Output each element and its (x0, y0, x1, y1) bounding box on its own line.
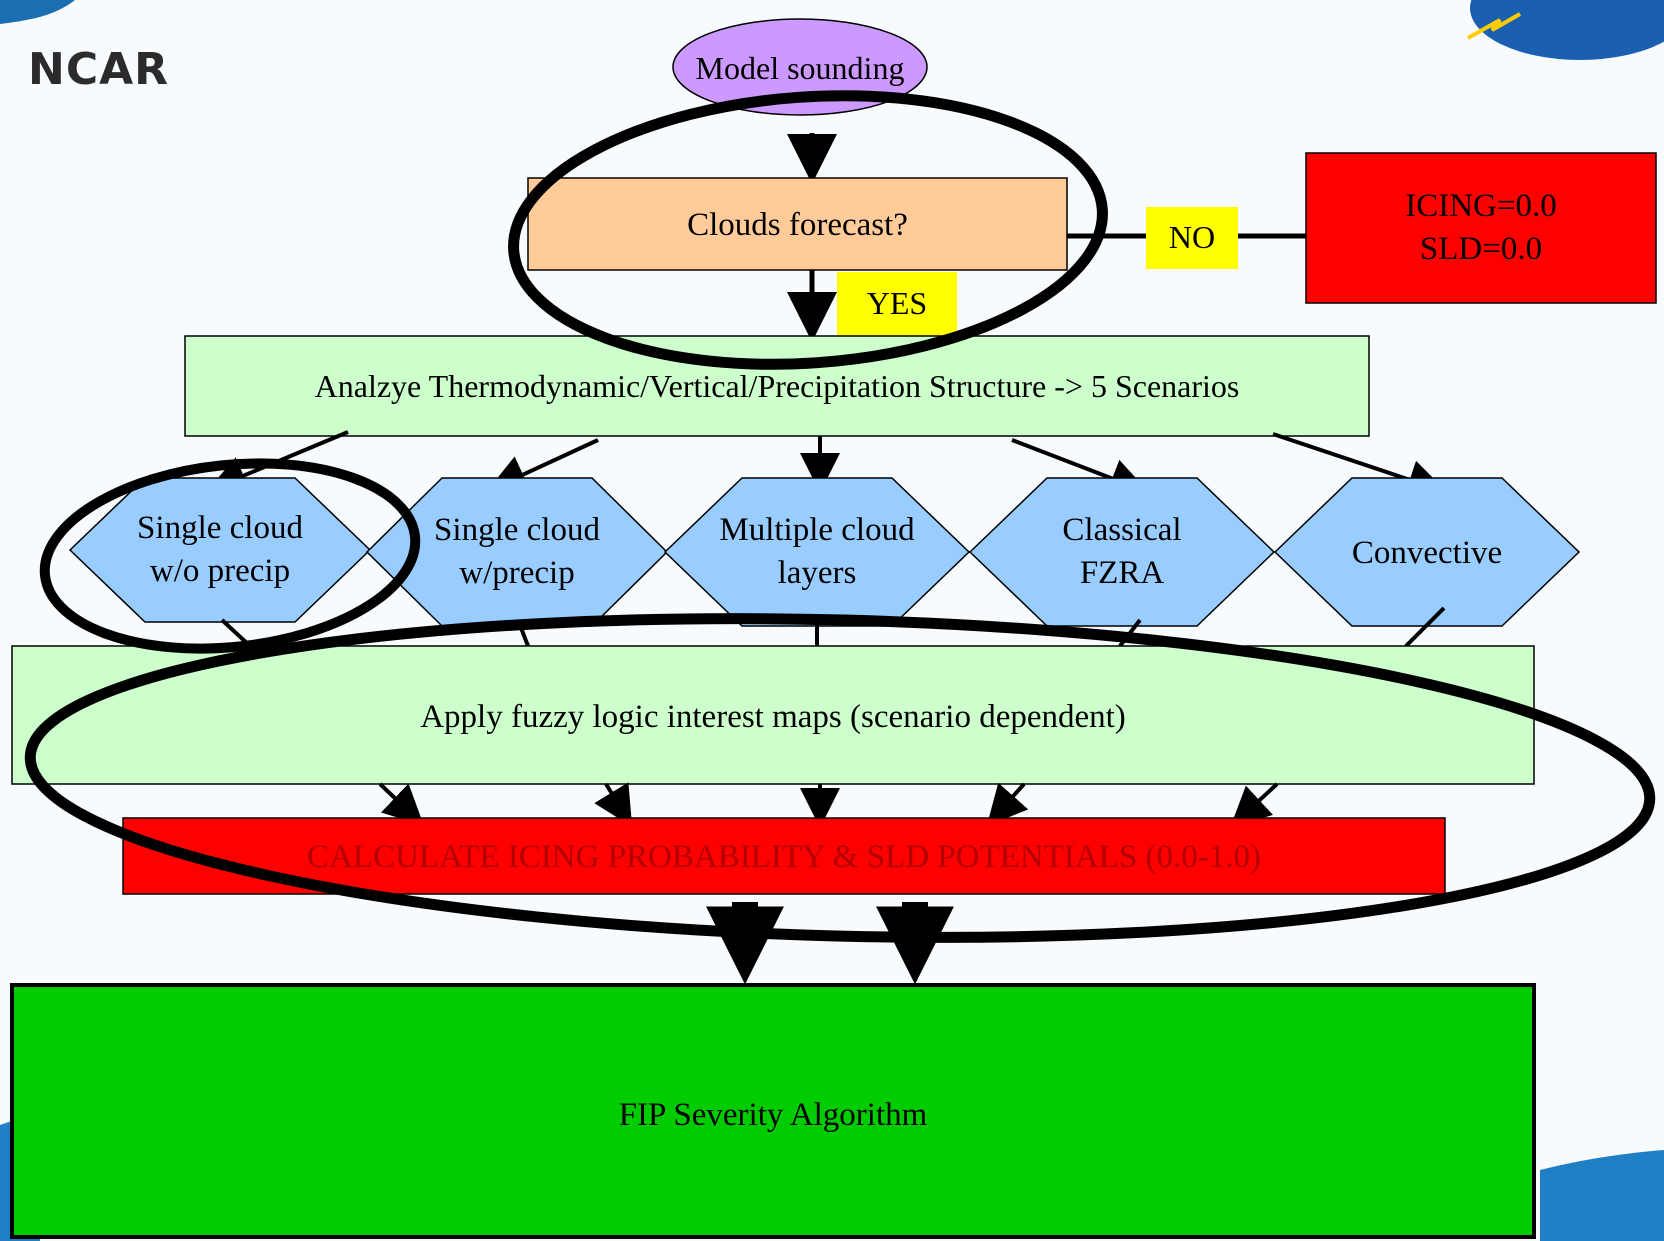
scenario-label-3: Multiple cloud layers (690, 506, 944, 598)
fip-severity-box (10, 983, 1536, 1239)
scenario-3-line-2: layers (777, 555, 857, 591)
clouds-forecast-box (527, 177, 1068, 271)
scenario-4-line-1: Classical (1062, 512, 1182, 549)
highlight-ellipse-fuzzy-calc (24, 613, 1656, 943)
icing-zero-line-1: ICING=0.0 (1405, 188, 1557, 225)
ncar-logo-text: NCAR (28, 44, 170, 95)
highlight-ellipse-scenario-1 (39, 458, 421, 654)
scenario-label-5: Convective (1300, 530, 1554, 576)
yes-tag-box (837, 272, 957, 336)
scenario-label-4: Classical FZRA (995, 506, 1249, 598)
apply-fuzzy-label: Apply fuzzy logic interest maps (scenari… (420, 698, 1126, 735)
scenario-2-line-1: Single cloud (434, 512, 600, 549)
yes-label: YES (866, 285, 928, 322)
connector-scenario-5-to-fuzzy (1404, 606, 1446, 648)
scenario-label-2: Single cloud w/precip (392, 506, 642, 598)
arrow-fuzzy-to-calc-1 (378, 782, 424, 826)
scenario-1-line-2: w/o precip (149, 553, 291, 589)
arrow-fuzzy-to-calc-5 (1230, 782, 1279, 828)
icing-zero-line-2: SLD=0.0 (1419, 231, 1543, 267)
arrow-fuzzy-to-calc-4 (986, 782, 1029, 826)
fip-severity-label: FIP Severity Algorithm (618, 1096, 928, 1133)
calculate-probability-box (122, 817, 1446, 895)
icing-zero-label: ICING=0.0 SLD=0.0 (1306, 180, 1656, 276)
arrow-fuzzy-to-calc-2 (594, 782, 633, 827)
clouds-forecast-label: Clouds forecast? (687, 206, 908, 243)
scenario-5-line-1: Convective (1351, 534, 1503, 571)
highlight-ellipse-clouds (508, 90, 1108, 370)
scenario-2-line-2: w/precip (459, 555, 575, 591)
calculate-probability-label: CALCULATE ICING PROBABILITY & SLD POTENT… (307, 838, 1261, 875)
top-right-logo (1470, 0, 1664, 60)
no-label: NO (1168, 219, 1216, 256)
top-right-logo-bolt (1467, 12, 1521, 40)
analyze-structure-box (184, 335, 1370, 437)
model-sounding-label: Model sounding (695, 50, 905, 87)
scenario-label-1: Single cloud w/o precip (95, 504, 345, 596)
no-tag-box (1146, 207, 1238, 269)
analyze-structure-label: Analzye Thermodynamic/Vertical/Precipita… (314, 368, 1240, 405)
scenario-4-line-2: FZRA (1079, 555, 1165, 591)
icing-zero-box (1305, 152, 1657, 304)
scenario-hexagon-5 (1273, 477, 1581, 627)
scenario-1-line-1: Single cloud (137, 510, 303, 547)
ncar-logo-swoosh (0, 0, 75, 24)
scenario-3-line-1: Multiple cloud (719, 512, 915, 549)
bottom-right-swoosh (1540, 1150, 1664, 1241)
